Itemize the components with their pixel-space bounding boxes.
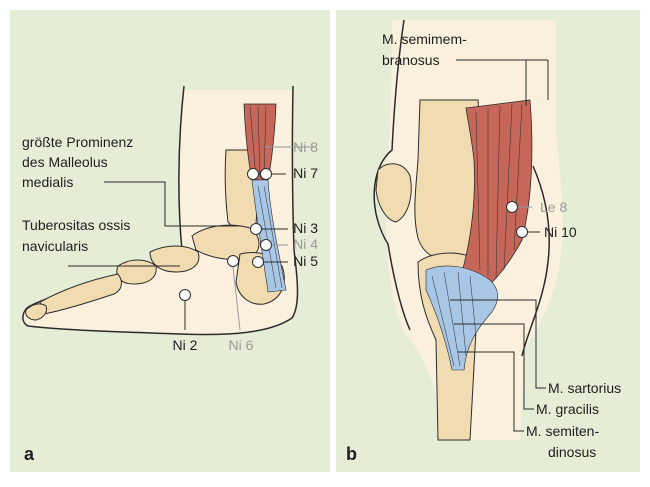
label-ni8: Ni 8 [293,139,318,155]
label-ni5: Ni 5 [293,253,318,269]
label-ni3: Ni 3 [293,220,318,236]
panel-b-letter: b [346,444,357,464]
label-tuberositas-line-1: Tuberositas ossis [22,217,130,233]
label-ni2: Ni 2 [173,337,198,353]
point-ni5 [253,257,264,268]
point-le8 [507,202,518,213]
label-le8: Le 8 [540,199,567,215]
point-ni4 [261,240,272,251]
panel-b: M. semimem- branosus Le 8 Ni 10 M. sarto… [336,10,640,472]
point-ni3 [251,224,262,235]
label-prominenz-line-1: größte Prominenz [22,134,133,150]
point-ni6 [228,256,239,267]
label-tuberositas-line-2: navicularis [22,238,88,254]
point-ni10 [517,227,528,238]
label-ni7: Ni 7 [293,165,318,181]
label-semimembranosus-line-1: M. semimem- [382,31,467,47]
label-ni6: Ni 6 [229,337,254,353]
panel-a-letter: a [24,444,35,464]
label-semimembranosus-line-2: branosus [382,52,440,68]
point-ni7-b [261,169,272,180]
point-ni2 [180,290,191,301]
label-semitendinosus-line-2: dinosus [548,444,596,460]
panel-a: größte Prominenz des Malleolus medialis … [10,10,330,472]
label-sartorius: M. sartorius [548,380,621,396]
label-ni4: Ni 4 [293,236,318,252]
label-prominenz-line-2: des Malleolus [22,154,108,170]
point-ni7-a [248,169,259,180]
label-prominenz-line-3: medialis [22,174,73,190]
label-semitendinosus-line-1: M. semiten- [526,423,599,439]
label-gracilis: M. gracilis [536,401,599,417]
label-ni10: Ni 10 [544,224,577,240]
cuneiform-bone [117,260,156,284]
